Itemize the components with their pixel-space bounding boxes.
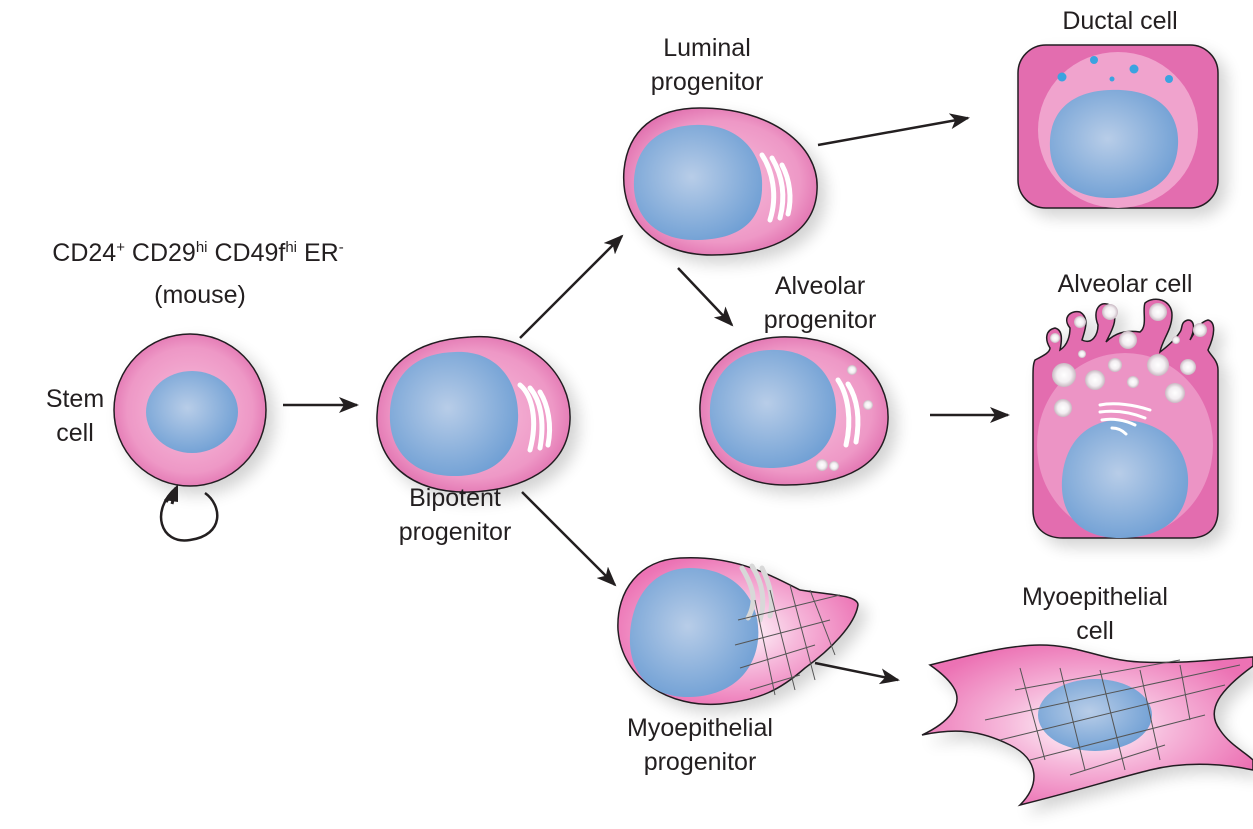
alveolar-progenitor-cell	[699, 336, 889, 486]
stem-cell-label: Stem cell	[45, 385, 105, 447]
arrow-bipotent-to-luminal	[519, 234, 624, 339]
stem-cell	[113, 333, 267, 487]
species-label: (mouse)	[154, 281, 246, 309]
myoepithelial-cell	[921, 644, 1253, 807]
myofilament-grid	[734, 584, 841, 696]
golgi-icon	[835, 377, 861, 448]
bipotent-progenitor-cell	[376, 335, 571, 493]
arrow-bipotent-to-myoepithelial-progenitor	[521, 491, 617, 587]
myoepithelial-progenitor-cell	[617, 556, 859, 706]
alveolar-cell-label: Alveolar cell	[1057, 270, 1193, 298]
alveolar-cell	[1032, 298, 1219, 539]
myoepithelial-cell-label: Myoepithelial cell	[1022, 583, 1168, 645]
luminal-progenitor-cell	[623, 107, 818, 256]
arrow-luminal-to-ductal	[817, 113, 970, 147]
golgi-icon	[517, 382, 553, 453]
bipotent-progenitor-label: Bipotent progenitor	[398, 484, 512, 546]
stem-cell-nucleus	[146, 371, 238, 453]
arrow-myoepithelial-progenitor-to-myoepithelial	[814, 661, 900, 685]
myoepithelial-progenitor-label: Myoepithelial progenitor	[627, 714, 773, 776]
lineage-arrows	[283, 113, 1010, 685]
golgi-icon	[759, 152, 793, 223]
myofilament-grid	[984, 659, 1241, 776]
luminal-progenitor-label: Luminal progenitor	[650, 34, 764, 96]
milk-vesicles	[1050, 303, 1207, 417]
ductal-cell-label: Ductal cell	[1062, 7, 1178, 35]
arrow-luminal-to-alveolar-progenitor	[677, 267, 734, 327]
self-renewal-arrow	[159, 487, 219, 542]
secretory-vesicles	[816, 365, 873, 471]
stem-marker-label: CD24+ CD29hi CD49fhi ER-	[52, 239, 344, 267]
secretory-granules	[1057, 56, 1173, 83]
golgi-icon	[1098, 402, 1152, 436]
alveolar-progenitor-label: Alveolar progenitor	[763, 272, 877, 334]
ductal-cell	[1017, 44, 1219, 209]
